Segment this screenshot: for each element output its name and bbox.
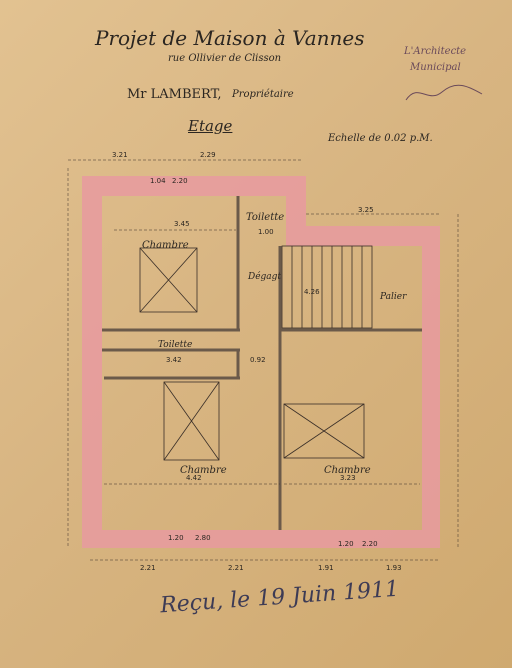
street-name: rue Ollivier de Clisson xyxy=(168,53,282,64)
svg-text:2.20: 2.20 xyxy=(362,540,378,548)
floor-label: Etage xyxy=(188,117,233,135)
svg-text:1.93: 1.93 xyxy=(386,564,402,572)
owner-role: Propriétaire xyxy=(232,89,294,100)
svg-text:3.42: 3.42 xyxy=(166,356,182,364)
svg-text:1.20: 1.20 xyxy=(338,540,354,548)
scale-label: Echelle de 0.02 p.M. xyxy=(328,133,433,144)
svg-text:2.29: 2.29 xyxy=(200,151,216,159)
svg-text:3.21: 3.21 xyxy=(112,151,128,159)
svg-text:3.45: 3.45 xyxy=(174,220,190,228)
room-toilet-top: Toilette xyxy=(246,212,285,223)
architect-stamp: L'Architecte Municipal xyxy=(398,42,488,112)
staircase xyxy=(281,245,373,329)
owner-name: Mr LAMBERT, xyxy=(127,87,222,102)
room-bedroom-top-left: Chambre xyxy=(142,240,189,251)
room-toilet-mid: Toilette xyxy=(158,340,193,350)
room-bedroom-bottom-right: Chambre xyxy=(324,465,371,476)
room-corridor: Dégagt xyxy=(248,272,282,282)
svg-text:1.00: 1.00 xyxy=(258,228,274,236)
stamp-line-2: Municipal xyxy=(410,62,461,73)
svg-text:1.20: 1.20 xyxy=(168,534,184,542)
svg-text:3.25: 3.25 xyxy=(358,206,374,214)
svg-text:3.23: 3.23 xyxy=(340,474,356,482)
svg-text:2.80: 2.80 xyxy=(195,534,211,542)
drawing-title: Projet de Maison à Vannes xyxy=(95,26,365,50)
dimension-figures: 3.21 2.29 3.45 3.25 4.42 3.23 2.21 2.21 … xyxy=(112,151,402,572)
svg-text:2.20: 2.20 xyxy=(172,177,188,185)
svg-text:2.21: 2.21 xyxy=(140,564,156,572)
stamp-line-1: L'Architecte xyxy=(404,46,467,57)
beds xyxy=(139,247,365,461)
svg-text:4.42: 4.42 xyxy=(186,474,202,482)
stamp-signature-icon xyxy=(405,84,483,101)
interior-walls xyxy=(102,196,422,530)
svg-text:2.21: 2.21 xyxy=(228,564,244,572)
room-bedroom-bottom-left: Chambre xyxy=(180,465,227,476)
svg-text:4.26: 4.26 xyxy=(304,288,320,296)
dimension-lines xyxy=(67,159,459,561)
svg-text:1.04: 1.04 xyxy=(150,177,166,185)
room-landing: Palier xyxy=(380,292,407,302)
svg-text:0.92: 0.92 xyxy=(250,356,266,364)
svg-text:1.91: 1.91 xyxy=(318,564,334,572)
